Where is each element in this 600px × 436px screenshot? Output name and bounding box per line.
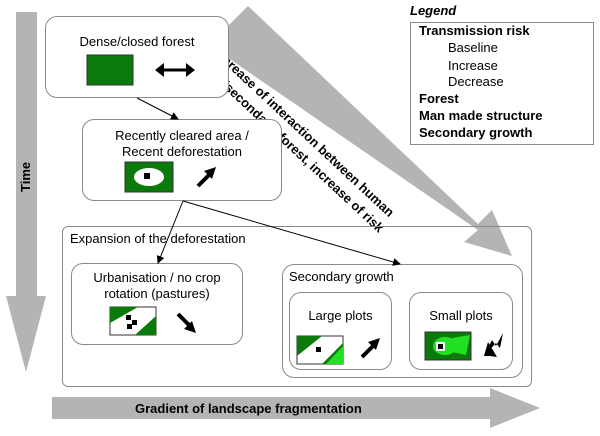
legend-baseline-label: Baseline [448, 40, 498, 55]
increase-arrow-icon-large [360, 338, 380, 359]
gradient-arrow [52, 388, 540, 428]
legend-transmission-risk: Transmission risk [419, 23, 530, 38]
legend-man-made-label: Man made structure [419, 108, 543, 123]
legend-title: Legend [410, 3, 457, 18]
expansion-title: Expansion of the deforestation [70, 231, 246, 246]
dense-forest-title: Dense/closed forest [79, 34, 195, 49]
urbanisation-title-line1: Urbanisation / no crop [93, 270, 221, 285]
large-plots-title: Large plots [308, 308, 373, 323]
urbanisation-title-line2: rotation (pastures) [104, 286, 210, 301]
baseline-arrow-icon [155, 63, 195, 77]
gradient-label: Gradient of landscape fragmentation [135, 401, 362, 416]
secondary-growth-title: Secondary growth [289, 269, 394, 284]
secondary-growth-box [282, 264, 523, 378]
forest-thumbnail [86, 54, 134, 86]
cleared-title-line2: Recent deforestation [122, 144, 242, 159]
cleared-thumbnail [124, 161, 174, 193]
dense-forest-box [45, 16, 229, 98]
connector-forest-to-cleared [136, 97, 179, 120]
connector-cleared-to-urban [156, 200, 184, 264]
decrease-arrow-icon [176, 312, 196, 333]
risk-arrow [208, 6, 512, 256]
legend-box [410, 22, 594, 145]
large-plots-thumbnail [296, 335, 344, 365]
legend-secondary-label: Secondary growth [419, 125, 533, 140]
urbanisation-box [71, 263, 243, 345]
legend-increase-label: Increase [448, 58, 498, 73]
cleared-box [82, 119, 282, 201]
time-arrow [6, 12, 46, 372]
legend-decrease-label: Decrease [448, 74, 504, 89]
cleared-title-line1: Recently cleared area / [115, 128, 249, 143]
small-plots-title: Small plots [429, 308, 493, 323]
small-plots-thumbnail [424, 331, 472, 361]
increase-arrow-icon [196, 167, 216, 188]
mixed-risk-arrow-icon [484, 333, 503, 357]
legend-forest-label: Forest [419, 91, 459, 106]
expansion-box [62, 226, 532, 387]
urbanisation-thumbnail [109, 306, 157, 336]
connector-cleared-to-secondary [182, 200, 401, 266]
